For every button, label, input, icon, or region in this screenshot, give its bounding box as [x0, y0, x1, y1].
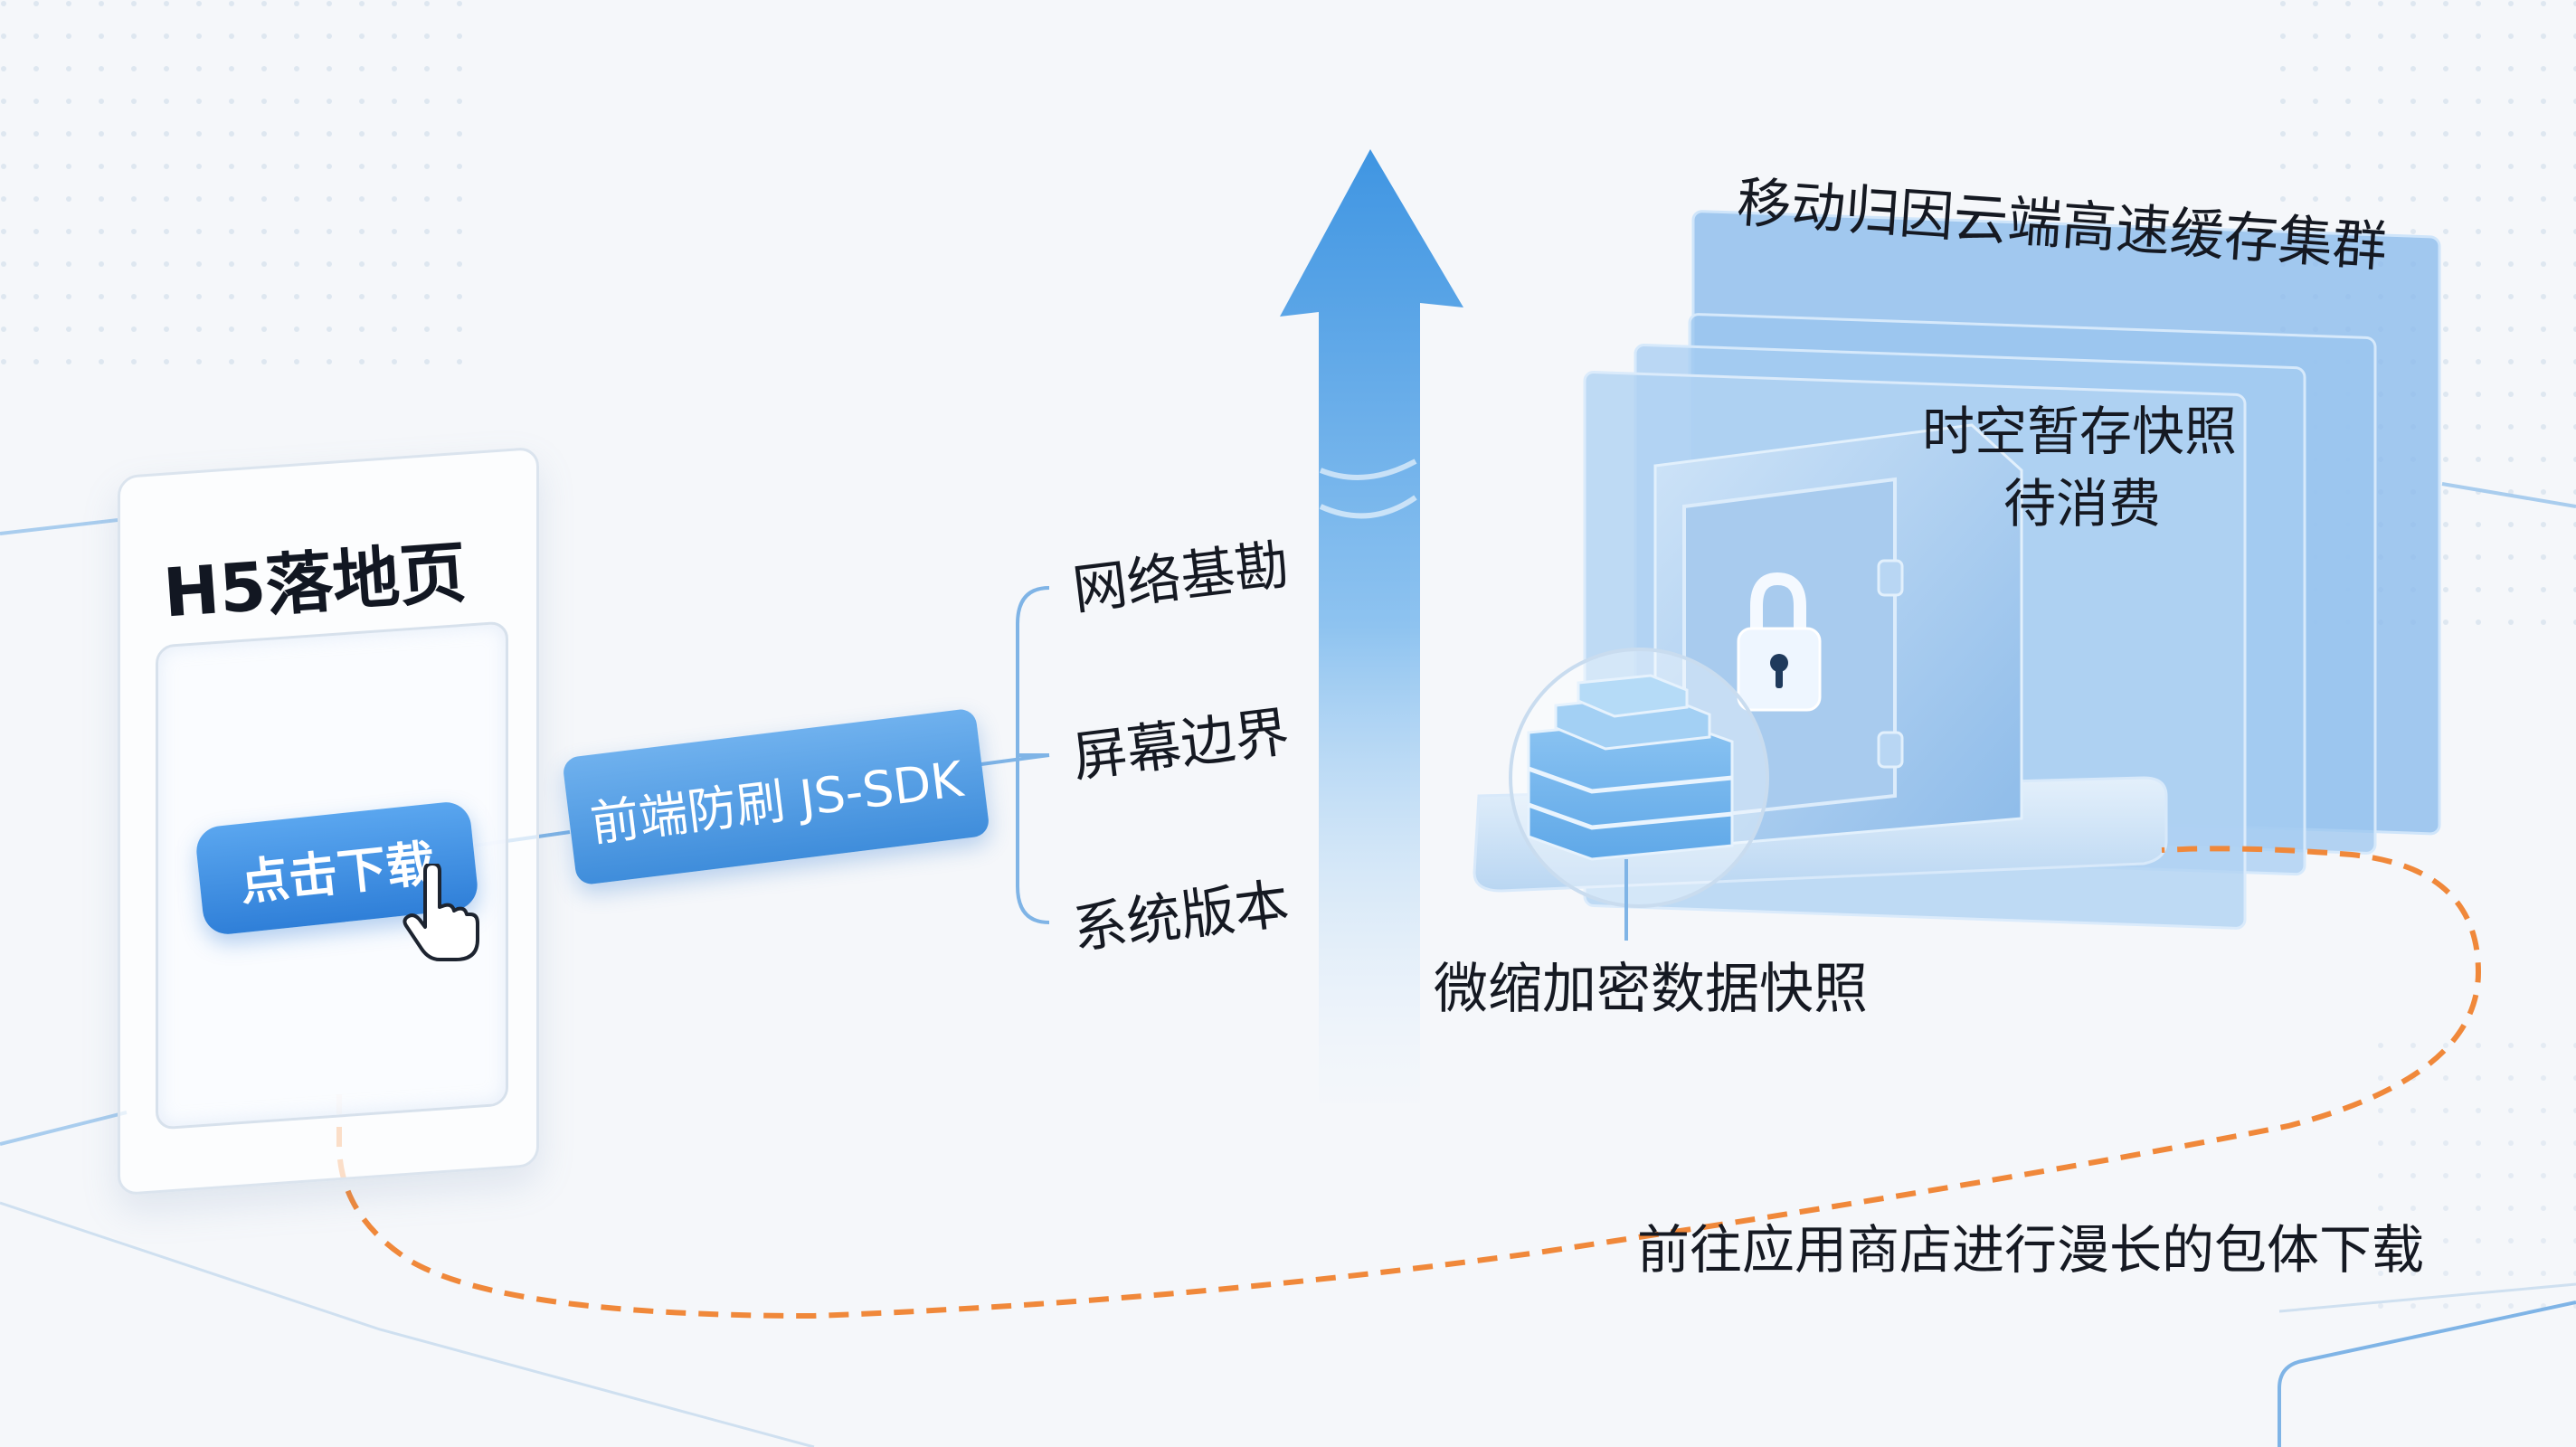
store-download-label: 前往应用商店进行漫长的包体下载 [1637, 1219, 2425, 1281]
pointer-hand-icon [402, 864, 479, 961]
perspective-line [2278, 1282, 2576, 1313]
mini-cube-stripe [1528, 802, 1733, 830]
snapshot-label-line1: 时空暂存快照 [1922, 401, 2238, 462]
perspective-line [0, 1111, 128, 1146]
mini-cube-top [1577, 674, 1689, 718]
mini-cube-stripe [1528, 766, 1733, 794]
dot-texture-left [0, 0, 470, 380]
keyhole-icon [1770, 654, 1788, 672]
arrow-glow [1319, 459, 1417, 519]
perspective-line [0, 518, 118, 535]
mini-snapshot-label: 微缩加密数据快照 [1434, 958, 1868, 1021]
snapshot-label-line2: 待消费 [2003, 473, 2162, 534]
perspective-line [0, 1201, 815, 1447]
safe-hinge [1877, 559, 1904, 597]
perspective-line [2441, 482, 2576, 508]
dot-texture-bottom-right [2370, 1040, 2576, 1311]
padlock-shackle [1750, 572, 1806, 633]
store-dashed-path [336, 846, 2482, 1319]
safe-hinge [1877, 731, 1904, 769]
perspective-line [2278, 1300, 2576, 1447]
keyhole-icon [1776, 667, 1783, 688]
upward-arrow-icon [1280, 149, 1463, 1103]
